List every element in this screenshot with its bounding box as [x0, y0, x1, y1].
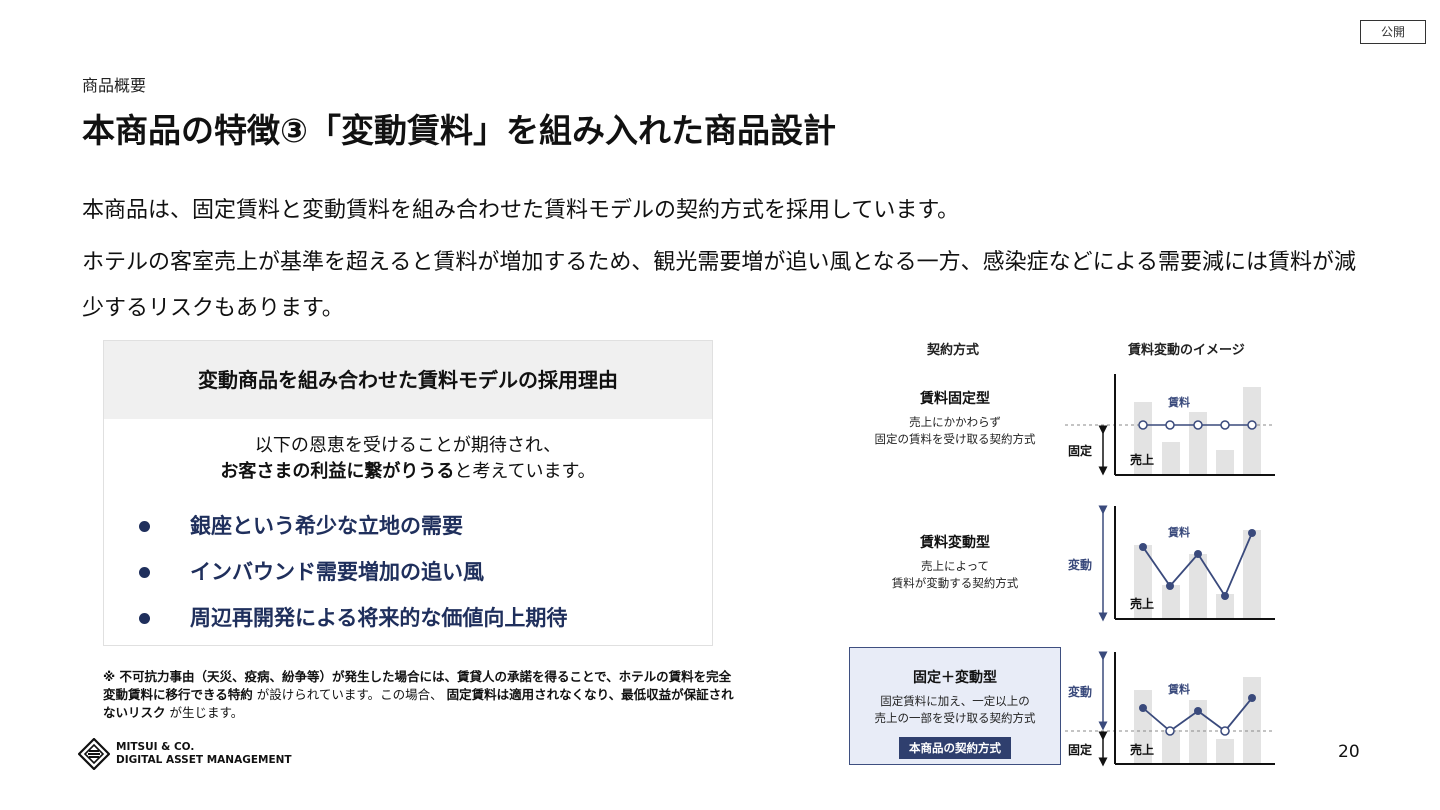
logo-line1: MITSUI & CO.	[116, 741, 195, 753]
point	[1247, 420, 1257, 430]
point	[1221, 592, 1229, 600]
bar	[1189, 554, 1207, 619]
list-item-label: インバウンド需要増加の追い風	[190, 560, 484, 584]
point	[1193, 420, 1203, 430]
current-plan-highlight	[849, 647, 1061, 765]
rent-charts: 固定 賃料 売上 変動 賃料 売上	[1065, 374, 1275, 767]
logo-line2: DIGITAL ASSET MANAGEMENT	[116, 754, 292, 766]
rent-label: 賃料	[1167, 525, 1190, 539]
reason-list: 銀座という希少な立地の需要 インバウンド需要増加の追い風 周辺再開発による将来的…	[104, 503, 712, 641]
point	[1220, 420, 1230, 430]
side-label-fixed: 固定	[1068, 742, 1092, 757]
row-fixed-title: 賃料固定型	[920, 391, 990, 407]
point	[1166, 582, 1174, 590]
reason-heading: 変動商品を組み合わせた賃料モデルの採用理由	[104, 341, 712, 419]
bar	[1134, 545, 1152, 619]
company-logo: MITSUI & CO. DIGITAL ASSET MANAGEMENT	[78, 738, 292, 770]
bar	[1243, 677, 1261, 764]
reason-intro-rest: と考えています。	[454, 461, 596, 482]
bar	[1189, 700, 1207, 764]
chart-variable: 変動 賃料 売上	[1068, 505, 1275, 622]
sales-label: 売上	[1130, 452, 1154, 467]
chart-hybrid: 変動 固定 賃料 売上	[1065, 651, 1275, 767]
row-fixed-desc1: 売上にかかわらず	[909, 415, 1001, 429]
bar	[1134, 690, 1152, 764]
rent-label: 賃料	[1167, 395, 1190, 409]
footnote-part1: ※ 不可抗力事由（天災、疫病、紛争等）が発生した場合には、賃貸人の承諾を得ること…	[103, 669, 732, 702]
page-title: 本商品の特徴③「変動賃料」を組み入れた商品設計	[82, 111, 836, 150]
footnote-part2: が設けられています。この場合、	[256, 687, 443, 702]
point	[1138, 420, 1148, 430]
reason-intro-bold: お客さまの利益に繋がりうる	[220, 461, 455, 482]
contract-diagram: 契約方式 賃料変動のイメージ 賃料固定型 売上にかかわらず 固定の賃料を受け取る…	[830, 330, 1300, 770]
rent-label: 賃料	[1167, 682, 1190, 696]
side-label: 変動	[1068, 557, 1092, 572]
bullet-icon	[139, 521, 150, 532]
column-header-contract: 契約方式	[927, 343, 980, 358]
logo-text: MITSUI & CO. DIGITAL ASSET MANAGEMENT	[116, 741, 292, 767]
point	[1165, 420, 1175, 430]
point	[1194, 707, 1202, 715]
side-label: 固定	[1068, 443, 1092, 458]
reason-box: 変動商品を組み合わせた賃料モデルの採用理由 以下の恩恵を受けることが期待され、 …	[103, 340, 713, 646]
row-fixed-desc: 賃料固定型 売上にかかわらず 固定の賃料を受け取る契約方式	[850, 388, 1060, 448]
bullet-icon	[139, 567, 150, 578]
list-item: 銀座という希少な立地の需要	[104, 503, 712, 549]
footnote: ※ 不可抗力事由（天災、疫病、紛争等）が発生した場合には、賃貸人の承諾を得ること…	[103, 668, 743, 722]
this-product-tag: 本商品の契約方式	[899, 737, 1011, 759]
reason-intro-line1: 以下の恩恵を受けることが期待され、	[254, 435, 562, 456]
footnote-part4: が生じます。	[169, 705, 244, 720]
row-fixed-desc2: 固定の賃料を受け取る契約方式	[874, 432, 1036, 446]
list-item: インバウンド需要増加の追い風	[104, 549, 712, 595]
page-number: 20	[1338, 742, 1360, 762]
sales-label: 売上	[1130, 742, 1154, 757]
bar	[1243, 530, 1261, 619]
column-header-image: 賃料変動のイメージ	[1128, 343, 1245, 358]
row-variable-desc1: 売上によって	[920, 559, 990, 573]
row-hybrid-desc1: 固定賃料に加え、一定以上の	[880, 694, 1030, 708]
reason-intro-line2: お客さまの利益に繋がりうると考えています。	[104, 459, 712, 485]
bar	[1162, 442, 1180, 474]
list-item: 周辺再開発による将来的な価値向上期待	[104, 595, 712, 641]
point	[1220, 726, 1230, 736]
reason-intro: 以下の恩恵を受けることが期待され、 お客さまの利益に繋がりうると考えています。	[104, 433, 712, 485]
bar	[1216, 594, 1234, 619]
mitsui-logo-icon	[78, 738, 110, 770]
list-item-label: 銀座という希少な立地の需要	[190, 514, 463, 538]
bar	[1216, 450, 1234, 474]
point	[1248, 529, 1256, 537]
chart-fixed: 固定 賃料 売上	[1065, 374, 1275, 476]
row-variable-text: 売上によって 賃料が変動する契約方式	[850, 558, 1060, 592]
bullet-icon	[139, 613, 150, 624]
sales-label: 売上	[1130, 596, 1154, 611]
point	[1139, 704, 1147, 712]
bar	[1243, 387, 1261, 474]
row-hybrid-title: 固定＋変動型	[913, 670, 997, 686]
list-item-label: 周辺再開発による将来的な価値向上期待	[190, 606, 568, 630]
bar	[1162, 730, 1180, 764]
row-fixed-text: 売上にかかわらず 固定の賃料を受け取る契約方式	[850, 414, 1060, 448]
point	[1248, 694, 1256, 702]
point	[1139, 543, 1147, 551]
row-hybrid-desc: 固定＋変動型 固定賃料に加え、一定以上の 売上の一部を受け取る契約方式 本商品の…	[850, 667, 1060, 759]
lead-line-1: 本商品は、固定賃料と変動賃料を組み合わせた賃料モデルの契約方式を採用しています。	[82, 198, 960, 223]
row-hybrid-desc2: 売上の一部を受け取る契約方式	[874, 711, 1036, 725]
point	[1165, 726, 1175, 736]
footnote-part3: 固定賃料は適用されなくなり、最低収益が保証されないリスク	[103, 687, 734, 720]
lead-line-2: ホテルの客室売上が基準を超えると賃料が増加するため、観光需要増が追い風となる一方…	[82, 250, 1357, 321]
side-label-variable: 変動	[1068, 684, 1092, 699]
row-hybrid-text: 固定賃料に加え、一定以上の 売上の一部を受け取る契約方式	[850, 693, 1060, 727]
row-variable-desc: 賃料変動型 売上によって 賃料が変動する契約方式	[850, 532, 1060, 592]
bar	[1189, 412, 1207, 474]
bar	[1216, 739, 1234, 764]
bar	[1134, 402, 1152, 474]
public-badge: 公開	[1360, 20, 1426, 44]
bar	[1162, 585, 1180, 619]
row-variable-desc2: 賃料が変動する契約方式	[891, 576, 1019, 590]
point	[1194, 550, 1202, 558]
row-variable-title: 賃料変動型	[920, 535, 990, 551]
section-label: 商品概要	[82, 76, 147, 95]
